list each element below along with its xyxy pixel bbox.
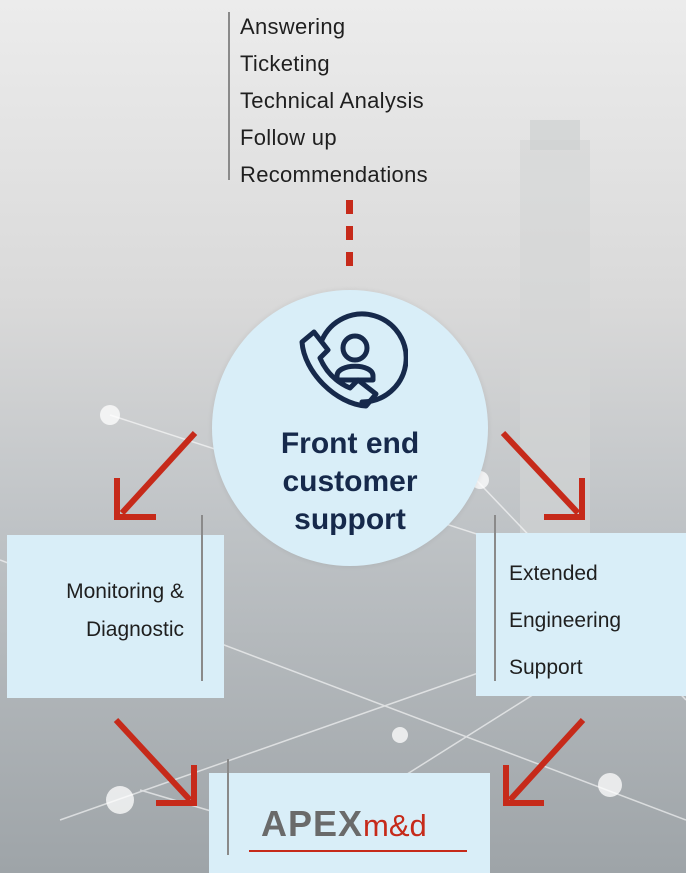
arrow-down-right-icon [500, 430, 585, 520]
logo-apex-text: APEX [261, 803, 364, 844]
dashed-connector [346, 226, 353, 240]
phone-person-icon [299, 311, 408, 409]
list-item: Answering [240, 14, 346, 39]
list-item: Technical Analysis [240, 88, 424, 113]
divider-line [201, 515, 203, 681]
dashed-connector [346, 200, 353, 214]
list-item: Recommendations [240, 162, 428, 187]
divider-line [494, 515, 496, 681]
arrow-down-right-icon [113, 717, 197, 806]
box-label: Monitoring & Diagnostic [66, 580, 184, 641]
divider-line [227, 759, 229, 855]
monitoring-diagnostic-box: Monitoring & Diagnostic [7, 515, 224, 698]
front-end-support-node: Front end customer support [212, 290, 488, 566]
node-title: Front end customer support [280, 427, 420, 536]
arrow-down-left-icon [114, 430, 198, 520]
logo-underline [249, 850, 467, 852]
apex-logo: APEXm&d [249, 803, 467, 852]
dashed-connector [346, 252, 353, 266]
divider-line [228, 12, 230, 180]
apex-logo-box: APEXm&d [209, 759, 490, 873]
extended-engineering-box: Extended Engineering Support [476, 515, 686, 696]
activity-list: Answering Ticketing Technical Analysis F… [228, 8, 428, 193]
list-item: Ticketing [240, 51, 330, 76]
logo-md-text: m&d [363, 808, 427, 843]
list-item: Follow up [240, 125, 337, 150]
arrow-down-left-icon [503, 717, 586, 806]
box-label: Extended Engineering Support [509, 562, 622, 679]
